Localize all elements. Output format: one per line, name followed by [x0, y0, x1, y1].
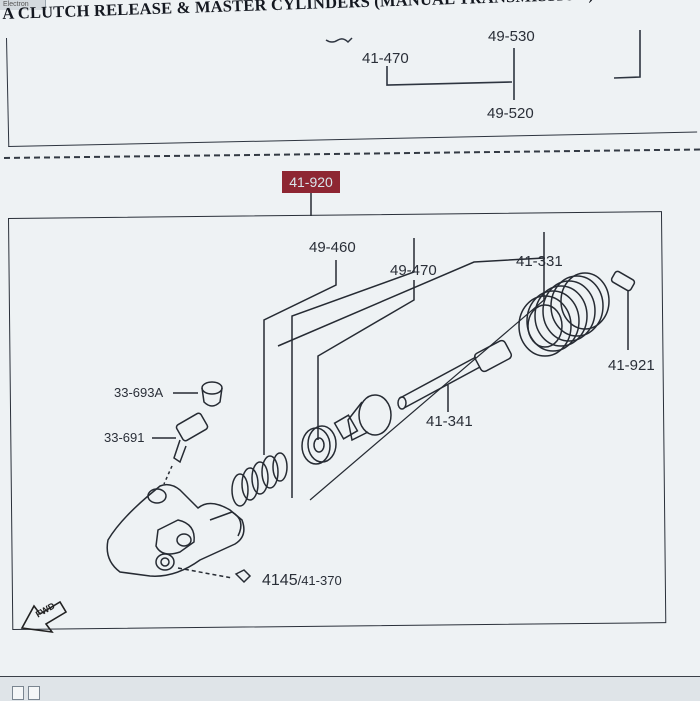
bracket-49-460-inner	[291, 238, 415, 498]
assembly-tag[interactable]: 41-920	[282, 171, 340, 193]
part-label-41-470: 41-470	[362, 50, 409, 67]
fwd-arrow	[20, 600, 68, 634]
part-label-33-691: 33-691	[104, 430, 145, 445]
part-label-41-331: 41-331	[516, 253, 563, 270]
pushrod	[397, 339, 513, 410]
taskbar-icon[interactable]	[28, 686, 40, 700]
part-label-41-921: 41-921	[608, 357, 655, 374]
part-label-49-520: 49-520	[487, 105, 534, 122]
pin-41-921	[610, 270, 636, 292]
bracket-41-331-diag	[309, 299, 545, 501]
boot-bellows	[518, 272, 610, 357]
part-label-49-530: 49-530	[488, 28, 535, 45]
piston	[333, 394, 392, 442]
bracket-49-460	[263, 260, 337, 455]
spring	[231, 452, 288, 507]
bracket-49-470	[317, 280, 415, 440]
bleeder-dashed-leader	[163, 465, 173, 485]
bottom-bar	[0, 676, 700, 701]
part-label-49-460: 49-460	[309, 239, 356, 256]
bleeder-screw	[173, 412, 209, 464]
part-fragment	[325, 37, 353, 44]
part-label-4145: 4145/41-370	[262, 572, 342, 590]
part-label-41-341: 41-341	[426, 413, 473, 430]
part-label-33-693A: 33-693A	[114, 385, 164, 400]
bolt-ref-suffix: /41-370	[297, 573, 342, 588]
bracket-41-331-top	[277, 232, 545, 347]
leader-41-470	[386, 66, 513, 86]
bleeder-cap	[201, 381, 223, 407]
window-tab[interactable]: Electron	[0, 0, 46, 10]
top-bracket-line	[613, 30, 641, 79]
bolt-ref-main: 4145	[262, 572, 298, 589]
part-label-49-470: 49-470	[390, 262, 437, 279]
bolt-icon	[234, 569, 252, 584]
release-cylinder-body	[106, 483, 245, 577]
seal	[301, 425, 337, 465]
bolt-dashed-leader	[177, 567, 233, 579]
taskbar-icon[interactable]	[12, 686, 24, 700]
